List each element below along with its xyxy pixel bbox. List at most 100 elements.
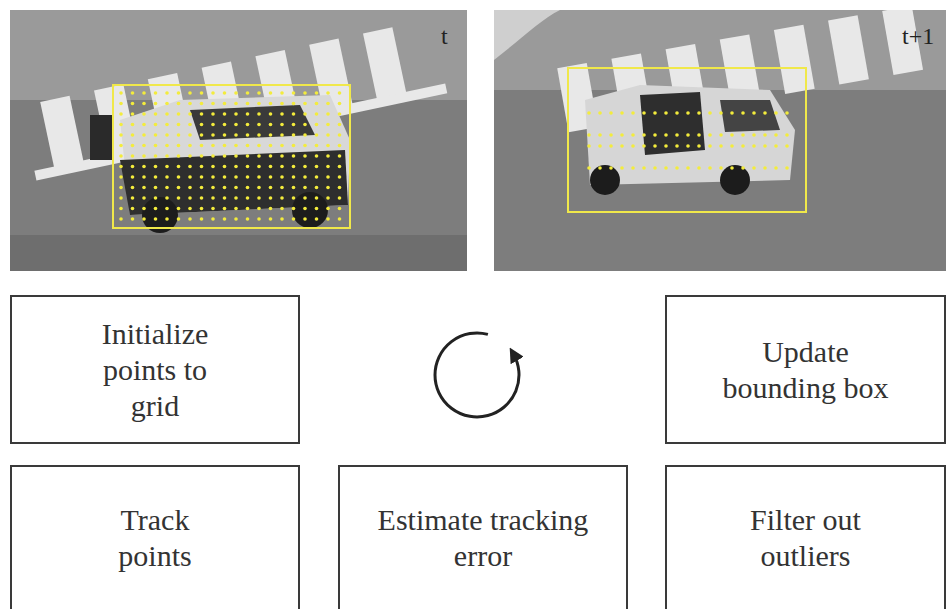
- tracked-point: [234, 154, 238, 158]
- tracked-point: [303, 154, 307, 158]
- tracked-point: [177, 217, 181, 221]
- tracked-point: [598, 144, 602, 148]
- tracked-point: [642, 166, 646, 170]
- tracked-point: [142, 175, 146, 179]
- tracked-point: [234, 165, 238, 169]
- tracked-point: [119, 207, 123, 211]
- tracked-point: [188, 196, 192, 200]
- tracked-point: [119, 217, 123, 221]
- tracked-point: [257, 196, 261, 200]
- tracked-point: [642, 111, 646, 115]
- tracked-point: [269, 186, 273, 190]
- tracked-point: [303, 196, 307, 200]
- tracked-point: [315, 154, 319, 158]
- tracked-point: [257, 207, 261, 211]
- tracked-point: [142, 112, 146, 116]
- tracked-point: [257, 186, 261, 190]
- tracked-point: [730, 166, 734, 170]
- tracked-point: [223, 186, 227, 190]
- tracked-point: [326, 102, 330, 106]
- tracked-point: [664, 111, 668, 115]
- tracked-point: [338, 217, 342, 221]
- tracked-point: [338, 207, 342, 211]
- tracked-point: [697, 144, 701, 148]
- tracked-point: [131, 144, 135, 148]
- tracked-point: [211, 144, 215, 148]
- tracked-point: [211, 133, 215, 137]
- tracked-point: [280, 154, 284, 158]
- tracked-point: [257, 154, 261, 158]
- tracked-point: [234, 102, 238, 106]
- tracked-point: [620, 166, 624, 170]
- tracked-point: [154, 144, 158, 148]
- tracked-point: [303, 91, 307, 95]
- process-box: Track points: [10, 465, 300, 609]
- tracked-point: [234, 217, 238, 221]
- tracked-point: [292, 112, 296, 116]
- tracked-point: [763, 111, 767, 115]
- tracked-point: [257, 165, 261, 169]
- tracked-point: [338, 112, 342, 116]
- tracked-point: [246, 154, 250, 158]
- tracked-point: [188, 133, 192, 137]
- tracked-point: [119, 112, 123, 116]
- tracked-point: [326, 207, 330, 211]
- tracked-point: [269, 102, 273, 106]
- tracked-point: [154, 91, 158, 95]
- tracked-point: [719, 133, 723, 137]
- tracked-point: [269, 165, 273, 169]
- tracked-point: [686, 144, 690, 148]
- tracked-point: [154, 217, 158, 221]
- tracked-point: [165, 186, 169, 190]
- tracked-point: [131, 186, 135, 190]
- tracked-point: [223, 144, 227, 148]
- tracked-point: [165, 91, 169, 95]
- tracked-point: [269, 154, 273, 158]
- tracked-point: [246, 102, 250, 106]
- tracked-point: [246, 165, 250, 169]
- tracked-point: [188, 123, 192, 127]
- tracked-point: [763, 166, 767, 170]
- tracked-point: [246, 112, 250, 116]
- tracked-point: [200, 112, 204, 116]
- tracked-point: [200, 144, 204, 148]
- tracked-point: [200, 91, 204, 95]
- tracked-point: [131, 165, 135, 169]
- tracked-point: [200, 165, 204, 169]
- tracked-point: [785, 144, 789, 148]
- tracked-point: [315, 123, 319, 127]
- tracked-point: [338, 196, 342, 200]
- tracked-point: [269, 207, 273, 211]
- tracked-point: [119, 175, 123, 179]
- tracked-point: [269, 123, 273, 127]
- tracked-point: [280, 207, 284, 211]
- tracked-point: [326, 154, 330, 158]
- tracked-point: [675, 133, 679, 137]
- tracked-point: [303, 175, 307, 179]
- tracked-point: [131, 102, 135, 106]
- tracked-point: [664, 166, 668, 170]
- tracked-point: [246, 186, 250, 190]
- tracked-point: [200, 207, 204, 211]
- tracked-point: [200, 154, 204, 158]
- tracked-point: [653, 133, 657, 137]
- step-text: Update bounding box: [706, 334, 906, 406]
- tracked-point: [653, 144, 657, 148]
- tracked-point: [142, 207, 146, 211]
- tracked-point: [211, 123, 215, 127]
- tracked-point: [165, 144, 169, 148]
- tracked-point: [587, 133, 591, 137]
- tracked-point: [752, 133, 756, 137]
- tracked-point: [763, 133, 767, 137]
- tracked-point: [653, 166, 657, 170]
- tracked-point: [292, 217, 296, 221]
- tracked-point: [223, 165, 227, 169]
- tracked-point: [142, 196, 146, 200]
- tracked-point: [292, 207, 296, 211]
- tracked-point: [326, 112, 330, 116]
- tracked-point: [223, 91, 227, 95]
- tracked-point: [697, 133, 701, 137]
- tracked-point: [165, 217, 169, 221]
- tracked-point: [326, 123, 330, 127]
- tracked-point: [200, 123, 204, 127]
